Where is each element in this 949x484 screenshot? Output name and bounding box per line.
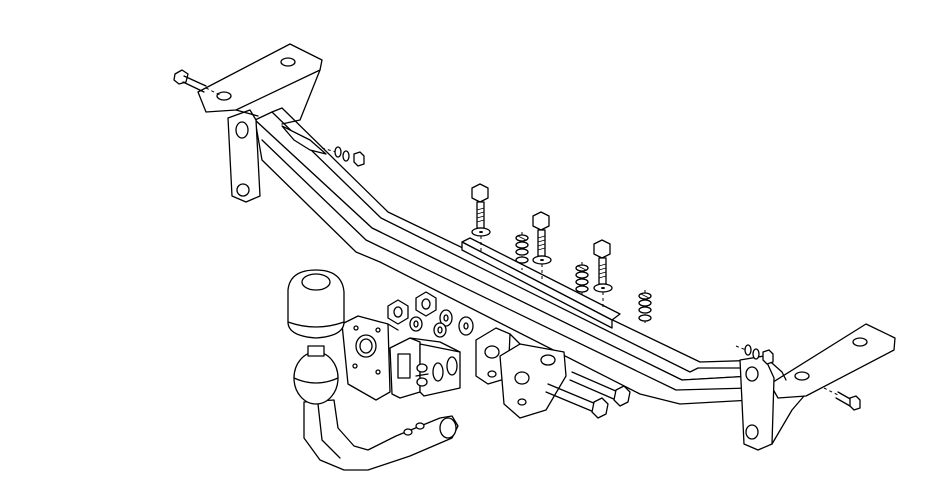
washer bbox=[575, 262, 589, 296]
right-mounting-bracket bbox=[739, 323, 896, 451]
hex-bolt bbox=[173, 69, 223, 97]
socket-plate bbox=[341, 315, 399, 401]
nut bbox=[735, 344, 774, 365]
tow-ball-cap bbox=[287, 269, 345, 339]
hex-bolt bbox=[471, 183, 491, 252]
washer bbox=[515, 232, 529, 270]
tow-ball bbox=[293, 345, 339, 405]
hex-bolt bbox=[532, 211, 552, 282]
neck-mounting-bracket bbox=[475, 327, 567, 419]
nut bbox=[415, 363, 429, 387]
hex-bolt bbox=[823, 387, 861, 411]
hex-bolt bbox=[593, 239, 613, 310]
nut bbox=[387, 291, 437, 325]
hex-bolt bbox=[569, 371, 631, 407]
hex-bolt bbox=[545, 383, 609, 419]
crossbar-beam bbox=[254, 107, 766, 405]
nut bbox=[321, 146, 365, 167]
washer bbox=[409, 309, 474, 338]
tow-ball-neck bbox=[303, 399, 459, 471]
neck-mounting-bracket bbox=[389, 337, 461, 399]
left-mounting-bracket bbox=[197, 43, 327, 203]
center-mounting-plate bbox=[461, 237, 621, 329]
washer bbox=[638, 290, 652, 326]
